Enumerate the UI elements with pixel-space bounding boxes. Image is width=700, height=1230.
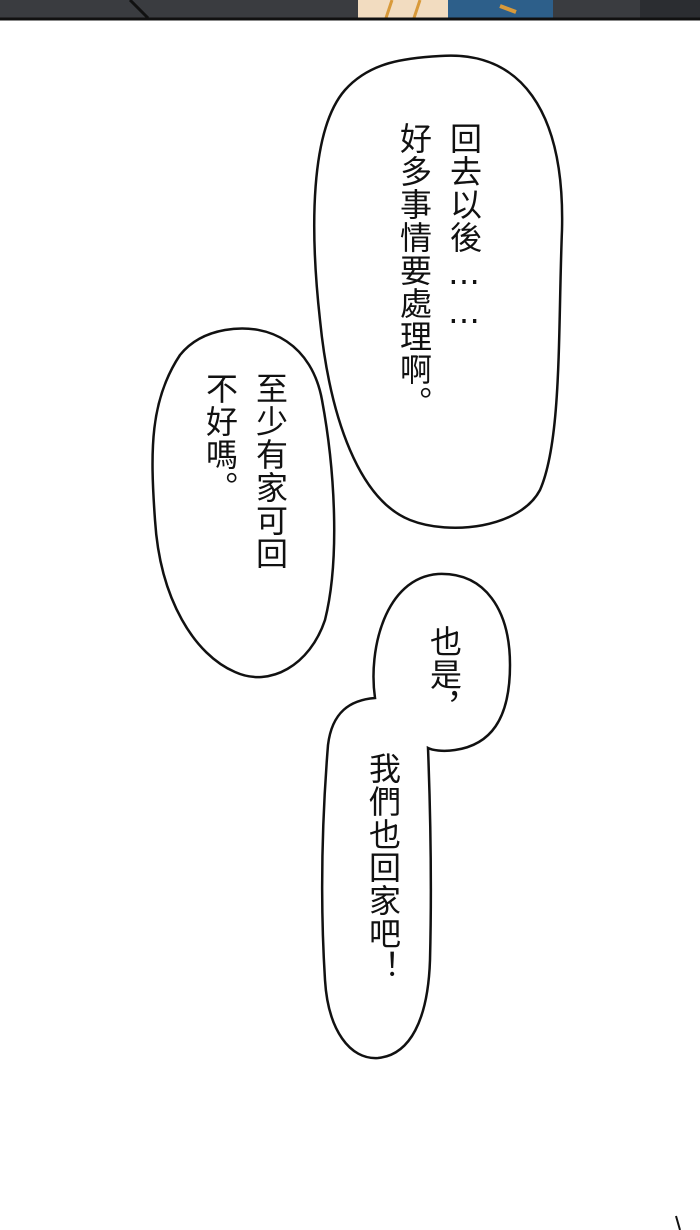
- balloon-3-line-2: 我們也回家吧！: [364, 752, 402, 983]
- balloon-1-line-1: 回去以後……: [445, 122, 483, 332]
- speech-balloon-3: [320, 572, 512, 1060]
- balloon-1-line-2: 好多事情要處理啊。: [395, 122, 433, 419]
- speech-balloon-1: [313, 54, 564, 530]
- balloon-3-line-1: 也是，: [425, 625, 463, 724]
- balloon-2-line-1: 至少有家可回: [251, 372, 289, 570]
- balloon-2-line-2: 不好嗎。: [201, 372, 239, 504]
- speech-balloon-2: [151, 327, 336, 679]
- top-panel-fragment: [0, 0, 700, 21]
- ink-mark: [675, 1215, 681, 1230]
